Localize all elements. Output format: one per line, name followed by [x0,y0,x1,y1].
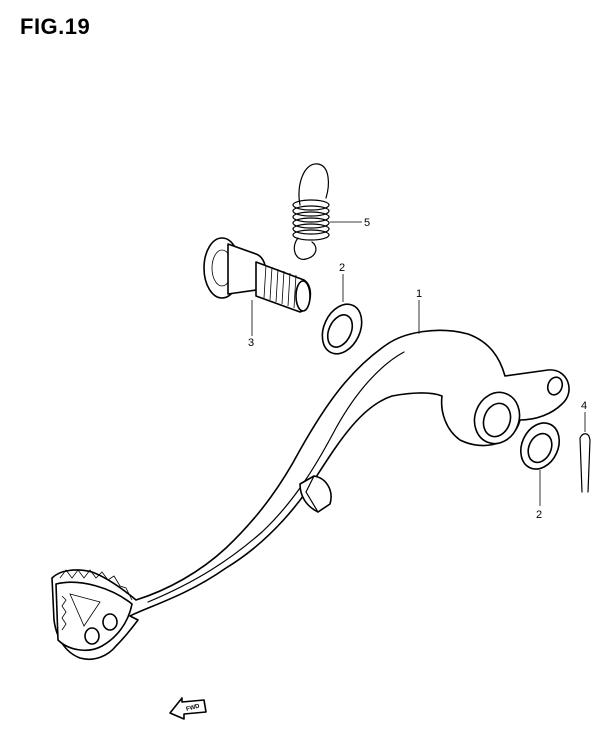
part-2-washer-upper[interactable] [315,298,370,360]
part-3-pivot-bolt[interactable] [203,237,312,313]
callout-3: 3 [248,337,254,349]
callout-2-lower: 2 [536,509,542,521]
callout-5: 5 [364,217,370,229]
part-1-brake-pedal[interactable] [51,329,570,661]
callout-1: 1 [416,288,422,300]
part-5-spring[interactable] [292,163,330,260]
part-4-cotter-pin[interactable] [579,433,591,493]
figure-title: FIG.19 [20,14,91,39]
part-2-washer-lower[interactable] [514,417,567,476]
fwd-label: FWD [186,703,201,713]
callout-4: 4 [581,400,587,412]
fwd-arrow-icon: FWD [169,697,207,720]
callout-2-upper: 2 [339,262,345,274]
